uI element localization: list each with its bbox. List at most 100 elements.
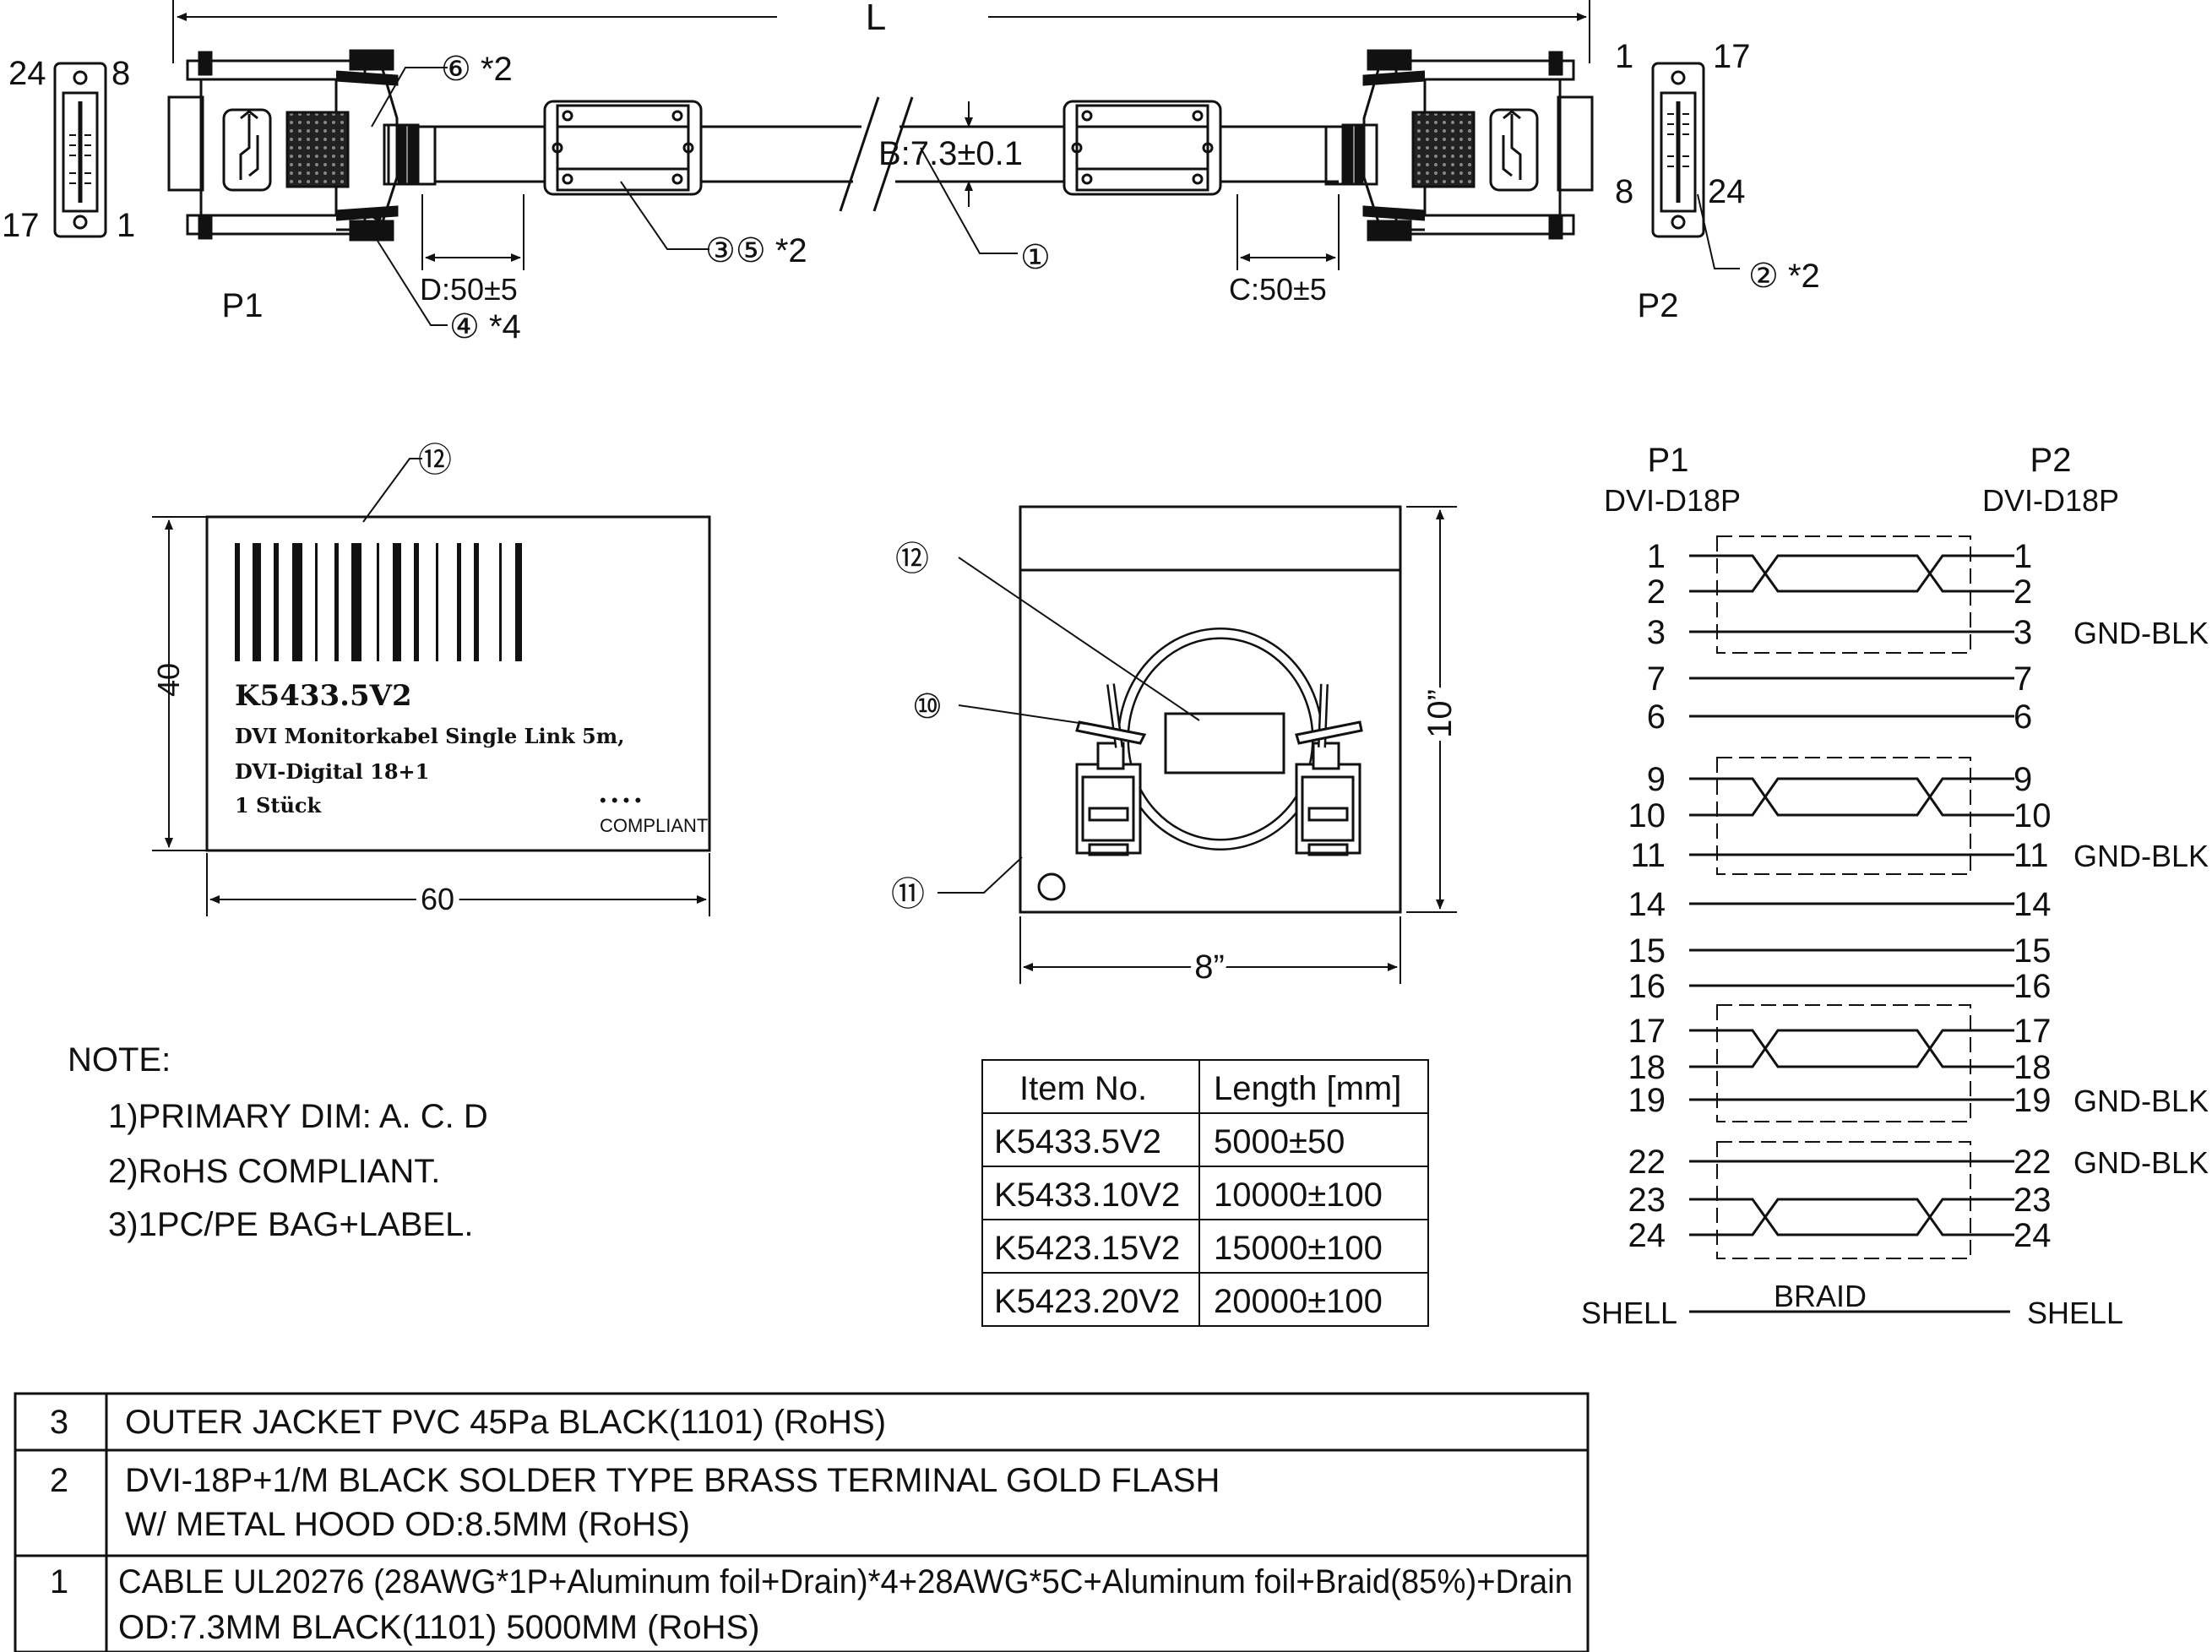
pin-left: 18 bbox=[1628, 1049, 1666, 1086]
length-label: L bbox=[866, 0, 886, 38]
braid-label: BRAID bbox=[1774, 1279, 1867, 1313]
barcode-bar bbox=[436, 543, 438, 661]
label-dots: • • • • bbox=[600, 790, 641, 811]
barcode-bar bbox=[474, 543, 479, 661]
p1-pin-bl: 17 bbox=[2, 207, 40, 244]
pin-right: 10 bbox=[2014, 797, 2052, 834]
p2-pin-tl: 1 bbox=[1615, 38, 1633, 75]
pin-left: 19 bbox=[1628, 1082, 1666, 1119]
pin-left: 11 bbox=[1630, 837, 1666, 874]
wiring-p2-type: DVI-D18P bbox=[1982, 483, 2119, 518]
bom-row-desc: DVI-18P+1/M BLACK SOLDER TYPE BRASS TERM… bbox=[125, 1462, 1220, 1499]
wiring-p1-type: DVI-D18P bbox=[1604, 483, 1741, 518]
length-table-cell: 15000±100 bbox=[1214, 1230, 1383, 1267]
bag-height: 10” bbox=[1421, 689, 1459, 738]
barcode-bar bbox=[515, 543, 522, 661]
p2-pin-tr: 17 bbox=[1713, 38, 1751, 75]
pin-right: 6 bbox=[2014, 698, 2032, 736]
pin-right: 14 bbox=[2014, 886, 2052, 923]
p1-label: P1 bbox=[222, 287, 264, 324]
length-table bbox=[981, 1059, 1429, 1327]
p2-pin-bl: 8 bbox=[1615, 173, 1633, 210]
ferrite-right bbox=[1063, 100, 1222, 196]
twisted-pair-box bbox=[1716, 535, 1971, 654]
bom-row-desc: W/ METAL HOOD OD:8.5MM (RoHS) bbox=[125, 1506, 690, 1543]
barcode-bar bbox=[292, 543, 302, 661]
label-drawing bbox=[152, 458, 711, 916]
bag-callout-10: ⑩ bbox=[912, 688, 943, 725]
length-table-cell: 5000±50 bbox=[1214, 1123, 1345, 1160]
barcode-bar bbox=[253, 543, 261, 661]
wire bbox=[1689, 777, 2014, 817]
label-width: 60 bbox=[421, 882, 454, 916]
barcode bbox=[235, 543, 522, 661]
bom-row-no: 1 bbox=[50, 1563, 68, 1600]
bom-row-desc: OUTER JACKET PVC 45Pa BLACK(1101) (RoHS) bbox=[125, 1404, 886, 1441]
bom-row-desc: CABLE UL20276 (28AWG*1P+Aluminum foil+Dr… bbox=[118, 1563, 1573, 1600]
label-height: 40 bbox=[151, 663, 186, 697]
ferrite-left bbox=[543, 100, 703, 196]
p2-connector-side bbox=[1324, 49, 1594, 242]
wire bbox=[1689, 554, 2014, 593]
p1-pin-tl: 24 bbox=[8, 55, 46, 92]
callout-1: ① bbox=[1020, 239, 1051, 276]
pin-left: 24 bbox=[1628, 1217, 1666, 1254]
pin-left: 10 bbox=[1628, 797, 1666, 834]
label-line2: DVI-Digital 18+1 bbox=[235, 759, 429, 784]
wire bbox=[1689, 1029, 2014, 1068]
p1-connector-side bbox=[167, 49, 437, 242]
pin-left: 14 bbox=[1628, 886, 1666, 923]
pin-right: 15 bbox=[2014, 932, 2052, 970]
pin-left: 6 bbox=[1647, 698, 1666, 736]
note-item: 1)PRIMARY DIM: A. C. D bbox=[108, 1098, 488, 1135]
length-table-header-length: Length [mm] bbox=[1214, 1070, 1401, 1107]
dim-b: B:7.3±0.1 bbox=[878, 135, 1023, 172]
callout-4: ④ *4 bbox=[449, 308, 521, 345]
bag-callout-12: ⑫ bbox=[895, 541, 929, 578]
p2-label: P2 bbox=[1638, 287, 1679, 324]
barcode-bar bbox=[351, 543, 361, 661]
barcode-bar bbox=[457, 543, 461, 661]
length-table-cell: K5433.10V2 bbox=[994, 1177, 1180, 1214]
pin-left: 22 bbox=[1628, 1144, 1666, 1181]
pin-right: 16 bbox=[2014, 968, 2052, 1005]
pin-right: 11 bbox=[2014, 837, 2049, 874]
p1-pin-tr: 8 bbox=[111, 55, 130, 92]
length-table-cell: 10000±100 bbox=[1214, 1177, 1383, 1214]
label-line3: 1 Stück bbox=[235, 793, 323, 818]
dim-c: C:50±5 bbox=[1229, 272, 1327, 307]
bom-row-no: 2 bbox=[50, 1462, 68, 1499]
callout-3-5: ③⑤ *2 bbox=[705, 232, 807, 269]
callout-2: ② *2 bbox=[1748, 258, 1820, 295]
pin-left: 3 bbox=[1647, 614, 1666, 651]
pin-left: 17 bbox=[1628, 1013, 1666, 1050]
pin-right: 24 bbox=[2014, 1217, 2052, 1254]
length-table-cell: K5423.20V2 bbox=[994, 1283, 1180, 1320]
pin-left: 7 bbox=[1647, 660, 1666, 698]
barcode-bar bbox=[334, 543, 339, 661]
label-callout: ⑫ bbox=[418, 442, 452, 479]
length-table-cell: K5423.15V2 bbox=[994, 1230, 1180, 1267]
pin-right: 3 bbox=[2014, 614, 2032, 651]
pin-right: 7 bbox=[2014, 660, 2032, 698]
bom-row-no: 3 bbox=[50, 1404, 68, 1441]
barcode-bar bbox=[235, 543, 240, 661]
pin-left: 15 bbox=[1628, 932, 1666, 970]
p2-end-face bbox=[1651, 62, 1705, 238]
callout-6: ⑥ *2 bbox=[441, 51, 513, 88]
length-table-cell: 20000±100 bbox=[1214, 1283, 1383, 1320]
pin-right: 23 bbox=[2014, 1182, 2052, 1219]
p1-pin-br: 1 bbox=[117, 207, 135, 244]
wire bbox=[1689, 554, 2014, 593]
bag-callout-11: ⑪ bbox=[891, 876, 925, 913]
pin-right: 1 bbox=[2014, 538, 2032, 575]
ground-note: GND-BLK bbox=[2073, 1084, 2209, 1118]
bag-drawing bbox=[938, 505, 1457, 984]
bom-row-desc: OD:7.3MM BLACK(1101) 5000MM (RoHS) bbox=[118, 1609, 760, 1646]
barcode-bar bbox=[315, 543, 318, 661]
pin-left: 16 bbox=[1628, 968, 1666, 1005]
wiring-p1-title: P1 bbox=[1648, 442, 1689, 479]
twisted-pair-boxes bbox=[1716, 535, 1971, 1259]
ground-note: GND-BLK bbox=[2073, 616, 2209, 650]
